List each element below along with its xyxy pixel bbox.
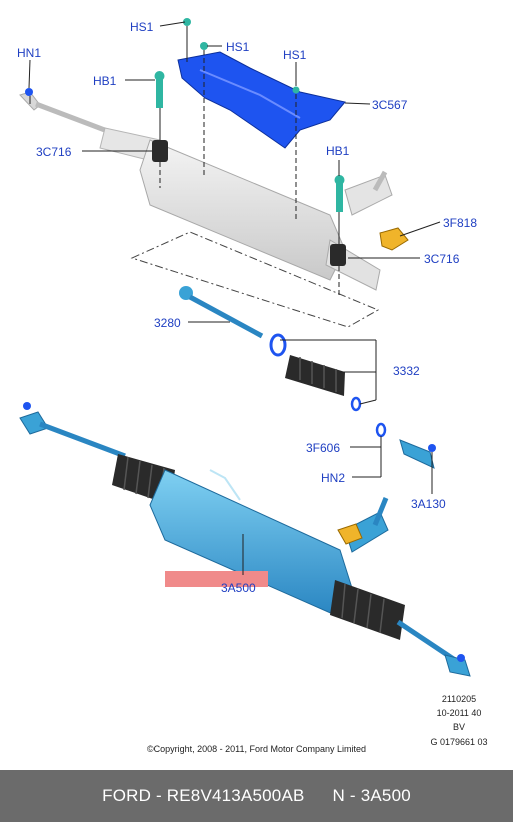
label-3f606: 3F606 <box>306 441 340 455</box>
label-3f818: 3F818 <box>443 216 477 230</box>
boot-3332 <box>285 355 345 396</box>
label-hb1-left: HB1 <box>93 74 117 88</box>
label-3a130: 3A130 <box>411 497 446 511</box>
label-3332: 3332 <box>393 364 420 378</box>
label-hs1-mid: HS1 <box>226 40 250 54</box>
bush-right <box>330 244 346 266</box>
upper-steering-gear <box>19 91 393 291</box>
tie-rod-end-3a130 <box>399 439 436 469</box>
label-3c716-left: 3C716 <box>36 145 72 159</box>
clip-3f606 <box>375 422 387 438</box>
footer-bar: FORD - RE8V413A500AB N - 3A500 <box>0 770 513 822</box>
meta-line-1: 2110205 <box>441 694 477 704</box>
footer-part-number: FORD - RE8V413A500AB <box>102 786 305 805</box>
label-hb1-right: HB1 <box>326 144 350 158</box>
label-3c716-right: 3C716 <box>424 252 460 266</box>
heat-shield-part <box>177 51 346 149</box>
copyright-text: ©Copyright, 2008 - 2011, Ford Motor Comp… <box>146 744 367 754</box>
screw-hs1-right <box>292 86 300 94</box>
sensor-3f818 <box>379 227 409 251</box>
bolt-hb1-left <box>154 71 165 108</box>
bush-left <box>152 140 168 162</box>
leader-lines <box>28 21 441 575</box>
inner-tie-rod-3280 <box>179 286 264 339</box>
label-hs1-right: HS1 <box>283 48 307 62</box>
meta-line-4: G 0179661 03 <box>430 737 488 747</box>
label-3c567: 3C567 <box>372 98 408 112</box>
screw-hs1-mid <box>200 42 208 50</box>
steering-gear-diagram: HS1 HS1 HS1 HN1 HB1 3C567 3C716 HB1 3F81… <box>17 18 477 677</box>
nut-hn1 <box>25 88 33 96</box>
highlight-box <box>165 571 268 587</box>
clip-small <box>350 396 362 412</box>
label-3a500: 3A500 <box>221 581 256 595</box>
bolt-hb1-right <box>334 175 345 212</box>
meta-line-2: 10-2011 40 <box>436 708 482 718</box>
label-3280: 3280 <box>154 316 181 330</box>
label-hn2: HN2 <box>321 471 345 485</box>
screw-hs1-top <box>183 18 191 26</box>
meta-line-3: BV <box>452 722 465 732</box>
label-hn1: HN1 <box>17 46 41 60</box>
diagram-stage: HS1 HS1 HS1 HN1 HB1 3C567 3C716 HB1 3F81… <box>17 18 488 754</box>
steering-gear-3a500 <box>19 402 471 677</box>
footer-reference: N - 3A500 <box>332 786 411 805</box>
label-hs1-top: HS1 <box>130 20 154 34</box>
clip-large <box>269 333 287 357</box>
